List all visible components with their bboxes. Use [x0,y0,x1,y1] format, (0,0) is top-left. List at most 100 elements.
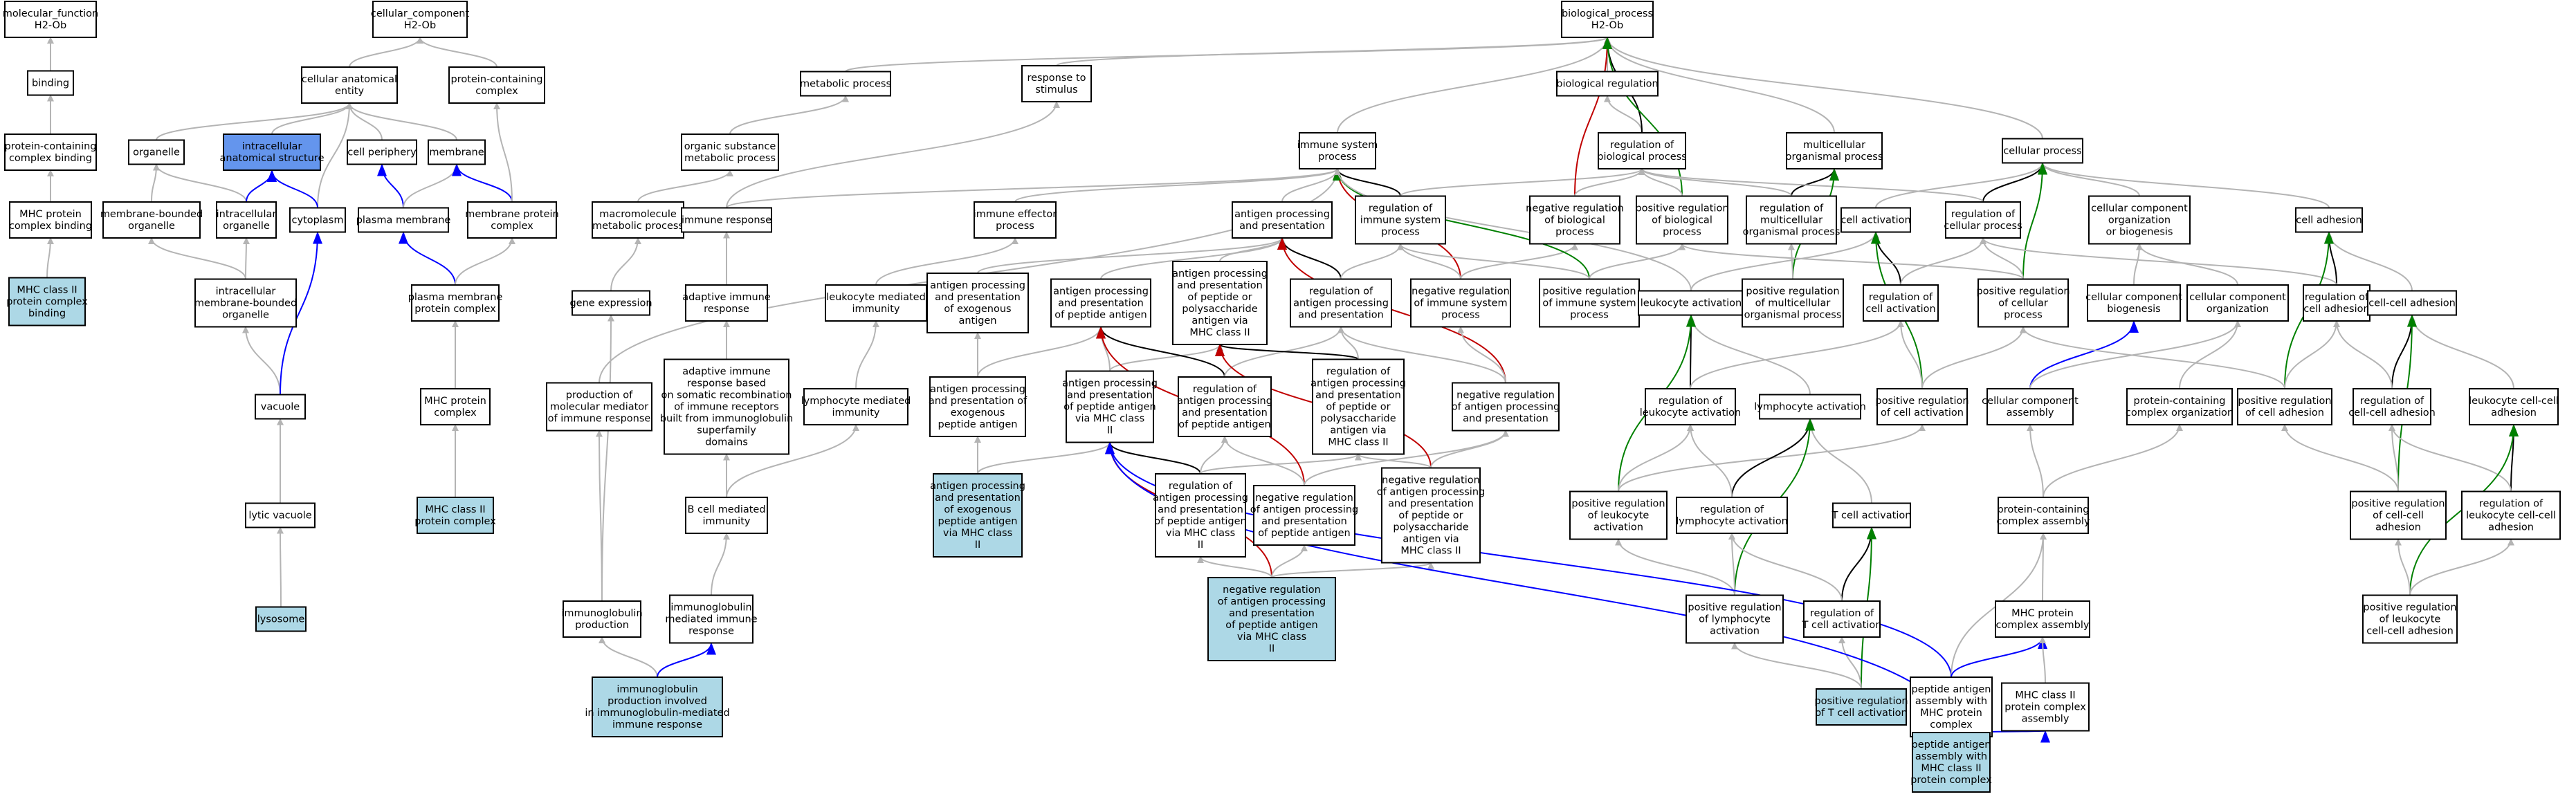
go-term-node[interactable]: plasma membrane [356,207,451,233]
go-term-node[interactable]: cell periphery [347,139,417,165]
go-term-node[interactable]: vacuole [255,394,306,420]
go-term-node[interactable]: cytoplasm [289,207,346,233]
go-term-node[interactable]: T cell activation [1831,502,1912,528]
go-term-node[interactable]: leukocyte activation [1638,290,1744,316]
go-term-node[interactable]: cell activation [1840,207,1911,233]
go-term-node[interactable]: lytic vacuole [245,502,316,528]
go-term-node[interactable]: cell adhesion [2295,207,2363,233]
go-term-node[interactable]: cell-cell adhesion [2367,290,2457,316]
go-term-node[interactable]: metabolic process [800,71,891,97]
go-term-node[interactable]: gene expression [569,290,652,316]
go-term-node[interactable]: organelle [128,139,185,165]
go-term-node[interactable]: binding [27,70,74,96]
go-term-node[interactable]: lymphocyte activation [1754,394,1866,420]
go-term-node[interactable]: membrane [428,139,486,165]
go-term-node[interactable]: immune response [681,207,772,233]
go-term-node[interactable]: cellular process [2002,138,2083,164]
go-term-node[interactable]: lysosome [255,606,307,632]
go-term-node[interactable]: biological regulation [1556,71,1659,97]
